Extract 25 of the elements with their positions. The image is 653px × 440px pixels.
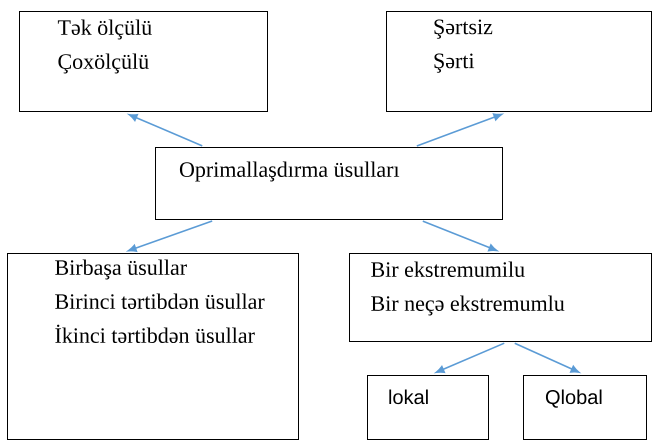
- text-box: [523, 375, 647, 440]
- node-text: Çoxölçülü: [58, 54, 149, 74]
- node-text: Birbaşa üsullar: [55, 260, 187, 280]
- node-text: lokal: [389, 390, 428, 404]
- node-text: Bir ekstremumilu: [371, 262, 525, 277]
- arrow: [416, 113, 502, 147]
- node-text: Birinci tərtibdən üsullar: [55, 294, 265, 309]
- node-text: Tək ölçülü: [58, 20, 152, 40]
- arrow: [422, 220, 498, 252]
- arrow: [128, 114, 203, 147]
- arrow: [436, 342, 505, 374]
- node-text: Bir neçə ekstremumlu: [371, 296, 564, 316]
- arrow: [514, 342, 580, 373]
- node-text: Oprimallaşdırma üsulları: [180, 162, 400, 182]
- node-text: Şərti: [434, 54, 474, 73]
- node-text: İkinci tərtibdən üsullar: [55, 324, 255, 343]
- arrow: [128, 220, 212, 252]
- text-box: [386, 11, 652, 112]
- text-box: [367, 375, 489, 440]
- node-text: Şərtsiz: [434, 20, 492, 39]
- text-box: [19, 11, 268, 112]
- text-box: [7, 253, 299, 440]
- text-box: [155, 147, 503, 220]
- text-box: [349, 253, 652, 342]
- node-text: Qlobal: [546, 390, 602, 408]
